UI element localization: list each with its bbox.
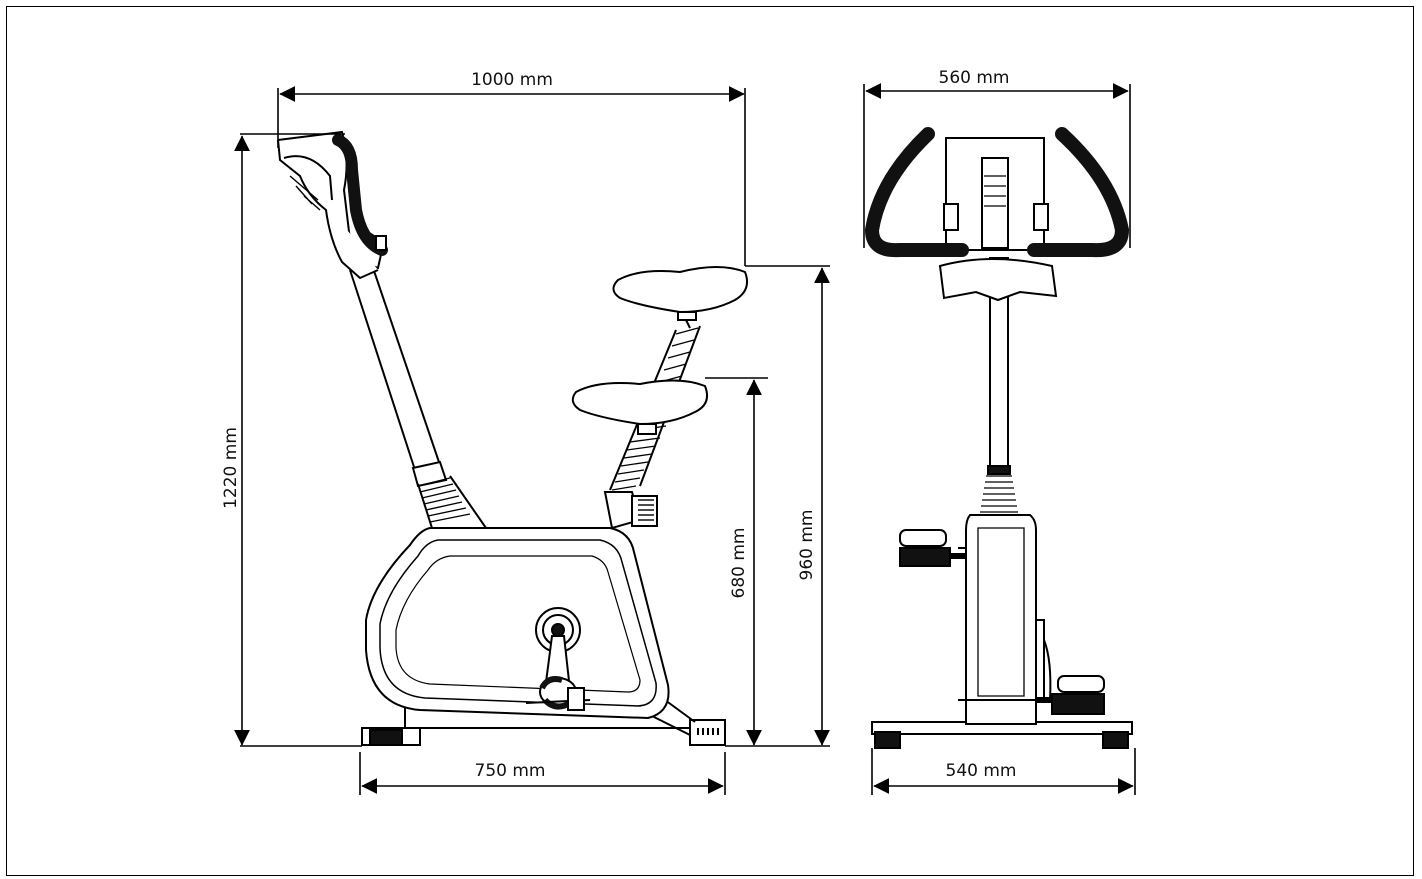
side-console: [277, 130, 388, 280]
dimension-labels: 1000 mm 1220 mm 750 mm 960 mm 680 mm 560…: [221, 68, 1016, 781]
front-pedal-right: [1036, 639, 1105, 715]
front-body: [958, 514, 1045, 701]
front-post: [980, 257, 1018, 513]
label-base-width: 540 mm: [946, 761, 1017, 781]
label-overall-height: 1220 mm: [221, 427, 241, 509]
front-base: [871, 699, 1133, 749]
diagram-frame: [6, 6, 1414, 876]
label-base-length: 750 mm: [475, 761, 546, 781]
label-seat-height-min: 680 mm: [729, 528, 749, 599]
side-base: [361, 699, 726, 746]
label-seat-height-max: 960 mm: [797, 510, 817, 581]
dimension-lines: [234, 83, 1136, 795]
front-console: [864, 127, 1130, 302]
front-pedal-left: [899, 529, 966, 567]
side-housing: [365, 527, 670, 720]
side-seat-low: [571, 379, 708, 435]
side-seat-high: [612, 266, 748, 329]
front-view: [864, 127, 1133, 749]
side-view: [277, 130, 748, 746]
side-handlebar-post: [349, 264, 488, 529]
label-handlebar-width: 560 mm: [939, 68, 1010, 88]
label-overall-length: 1000 mm: [471, 70, 553, 90]
side-crank: [525, 607, 591, 711]
